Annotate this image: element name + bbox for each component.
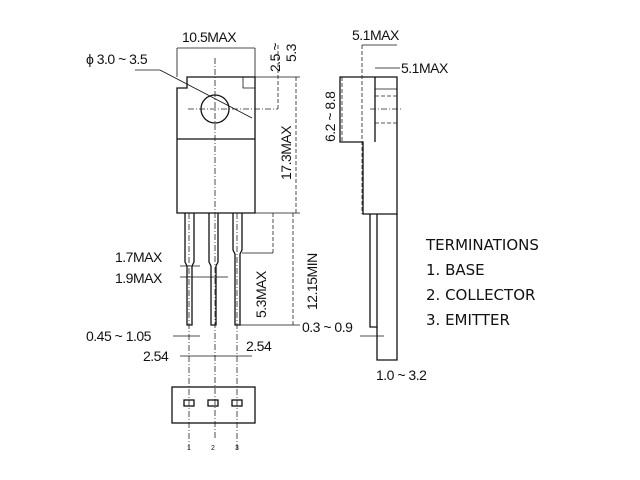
dim-lead-width-mid: 1.9MAX xyxy=(115,270,163,286)
lead-2 xyxy=(208,213,219,326)
dim-hole-diameter: ϕ 3.0 ~ 3.5 xyxy=(86,51,148,67)
pin-number-3: 3 xyxy=(235,445,239,452)
pin-pad-1 xyxy=(183,399,195,407)
dim-pitch-left: 2.54 xyxy=(143,348,169,364)
dim-lead-width-upper: 1.7MAX xyxy=(115,249,163,265)
side-lead-bend xyxy=(376,214,398,361)
terminations-legend: TERMINATIONS 1. BASE 2. COLLECTOR 3. EMI… xyxy=(425,236,539,329)
lead-3 xyxy=(232,213,243,326)
terminations-title: TERMINATIONS xyxy=(425,236,539,254)
dim-lead-length: 12.15MIN xyxy=(304,253,320,310)
dim-body-height: 17.3MAX xyxy=(278,125,294,180)
pin-number-1: 1 xyxy=(187,445,191,452)
termination-item: 2. COLLECTOR xyxy=(426,286,535,304)
pin-pad-2 xyxy=(207,399,219,407)
front-body-outline xyxy=(176,76,256,214)
tab-notch xyxy=(242,77,255,89)
dim-pitch-right: 2.54 xyxy=(246,338,272,354)
dim-side-thickness: 5.1MAX xyxy=(352,27,400,43)
termination-item: 1. BASE xyxy=(426,261,485,279)
dim-side-tab-height: 6.2 ~ 8.8 xyxy=(322,91,338,142)
dim-hole-offset-b: 5.3 xyxy=(283,43,299,62)
dim-hole-offset-a: 2.5 ~ xyxy=(267,43,283,72)
dim-lead-thickness: 0.3 ~ 0.9 xyxy=(302,319,353,335)
pin-pad-3 xyxy=(231,399,243,407)
dim-lead-shoulder: 5.3MAX xyxy=(253,270,269,318)
dim-side-tab: 5.1MAX xyxy=(401,60,449,76)
side-lead xyxy=(369,214,378,328)
dim-width-front: 10.5MAX xyxy=(182,29,237,45)
bottom-view-outline xyxy=(171,386,256,424)
dim-lead-offset: 1.0 ~ 3.2 xyxy=(376,367,427,383)
side-body-outline xyxy=(339,76,398,215)
side-view: 5.1MAX 5.1MAX 6.2 ~ 8.8 0.3 ~ 0.9 1.0 ~ … xyxy=(302,27,449,383)
bottom-view: 1 2 3 xyxy=(171,386,256,452)
front-view: 10.5MAX ϕ 3.0 ~ 3.5 2.5 ~ 5.3 17.3MAX 12… xyxy=(86,29,320,450)
lead-1 xyxy=(184,213,195,326)
dim-lead-width-lower: 0.45 ~ 1.05 xyxy=(86,328,152,344)
termination-item: 3. EMITTER xyxy=(426,311,510,329)
pin-number-2: 2 xyxy=(211,445,215,452)
